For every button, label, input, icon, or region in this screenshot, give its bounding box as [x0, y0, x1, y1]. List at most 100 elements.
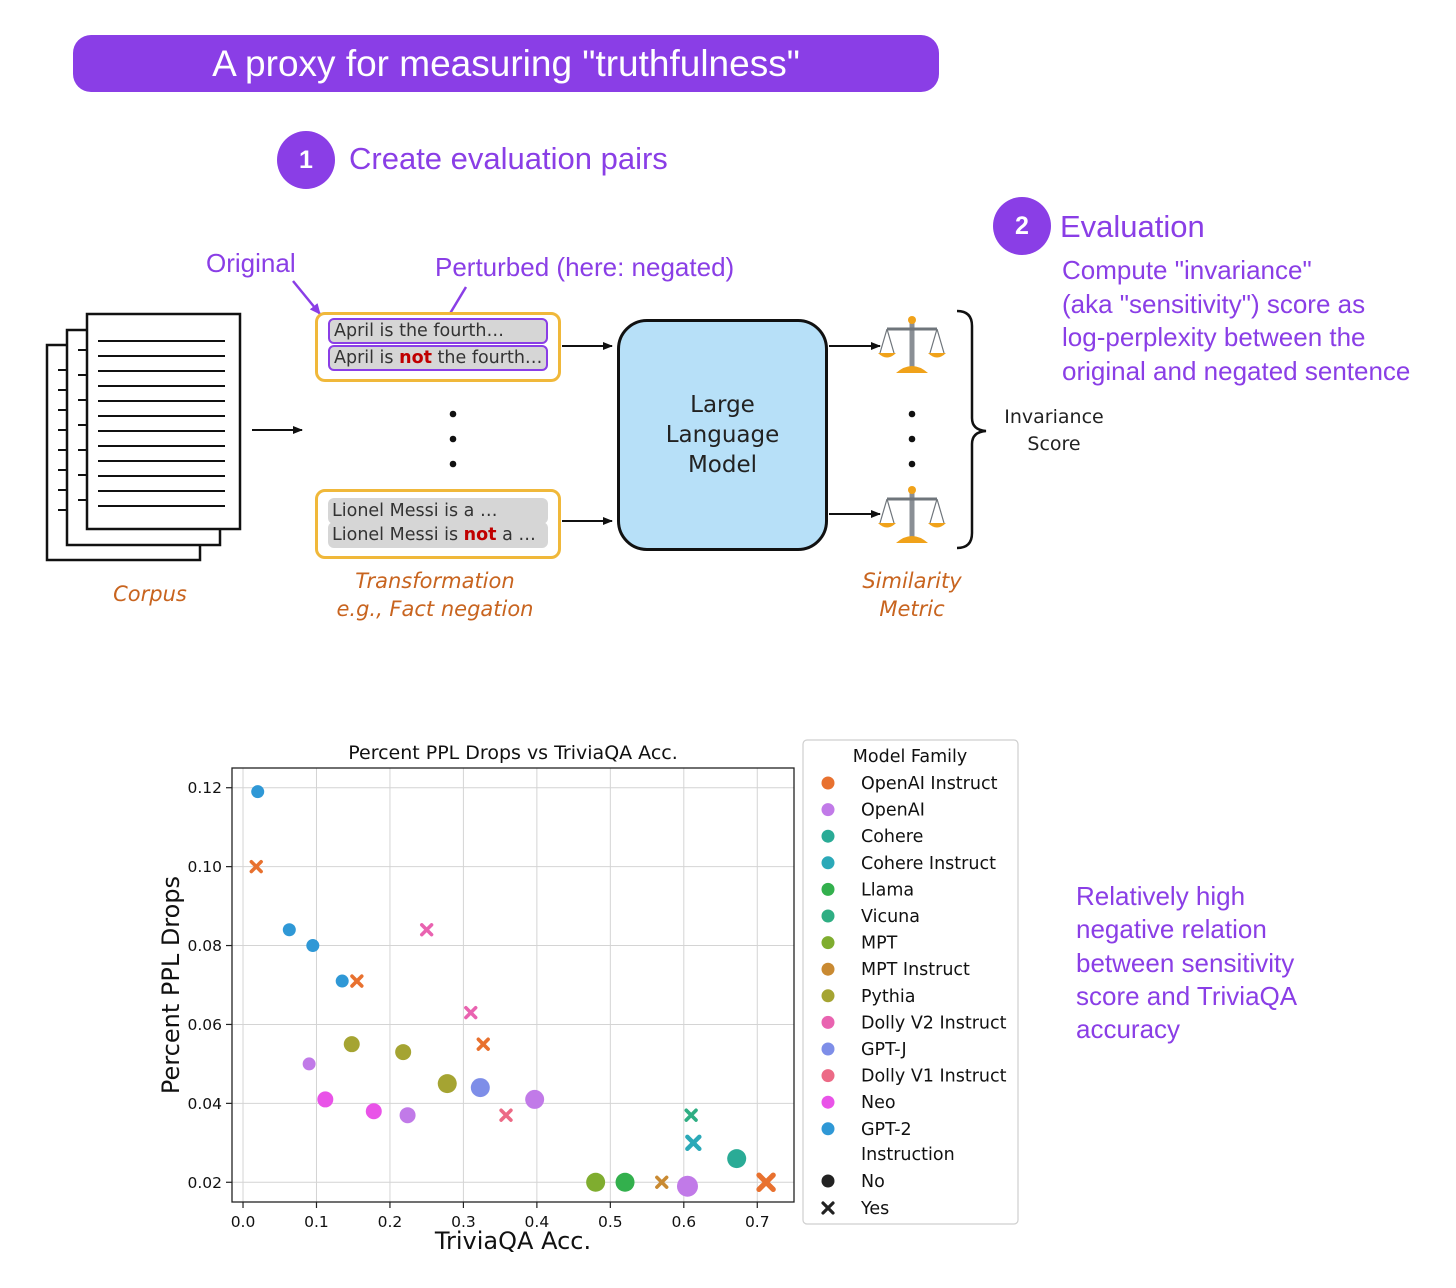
negation-word: not [463, 525, 497, 545]
data-point [306, 939, 320, 953]
legend-entry-label: MPT [861, 934, 898, 954]
x-tick-label: 0.0 [231, 1213, 256, 1231]
x-marker-stroke [464, 1005, 478, 1020]
data-point [335, 974, 349, 988]
note-line: negative relation [1076, 914, 1267, 945]
legend-label-yes: Yes [860, 1199, 889, 1219]
data-point-x [685, 1134, 702, 1152]
legend-swatch [821, 936, 835, 950]
step-2-badge: 2 [993, 197, 1051, 255]
document-stack-icon [45, 312, 242, 562]
original-sentence-text: April is the fourth… [334, 321, 504, 341]
legend-entry-label: OpenAI [861, 801, 925, 821]
legend-swatch [821, 1042, 835, 1056]
note-line: between sensitivity [1076, 947, 1295, 978]
model-label-line: Model [687, 452, 758, 478]
similarity-label: Similarity Metric [852, 567, 972, 623]
data-point [437, 1074, 457, 1094]
negated-text-end: a … [496, 525, 536, 545]
x-marker-stroke [655, 1175, 669, 1189]
data-point [399, 1107, 416, 1124]
y-axis-label: Percent PPL Drops [157, 876, 185, 1094]
x-tick-label: 0.7 [745, 1213, 770, 1231]
data-point [317, 1091, 334, 1108]
negated-text-start: April is [334, 348, 400, 368]
data-point-x [350, 974, 364, 988]
description-line: original and negated sentence [1062, 355, 1411, 386]
large-language-model-box: Large Language Model [617, 319, 828, 551]
legend-entry-label: Llama [861, 880, 914, 900]
chart-legend: Model Family OpenAI InstructOpenAICohere… [802, 739, 1019, 1225]
negated-text-start: Lionel Messi is [332, 525, 464, 545]
model-label-line: Large [690, 392, 755, 418]
legend-swatch [821, 1095, 835, 1109]
legend-instruction-title: Instruction [861, 1145, 955, 1165]
sentence-pair-2: Lionel Messi is a … Lionel Messi is not … [315, 489, 561, 559]
step-2-number: 2 [1015, 211, 1029, 240]
y-tick-label: 0.08 [187, 937, 222, 955]
legend-swatch [821, 962, 835, 976]
legend-entry-label: Pythia [861, 987, 915, 1007]
balance-scale-icon [878, 486, 946, 543]
data-point-x [249, 859, 263, 874]
description-line: (aka "sensitivity") score as [1062, 288, 1366, 319]
legend-swatch [821, 1069, 835, 1083]
note-line: Relatively high [1076, 881, 1246, 911]
x-tick-label: 0.6 [671, 1213, 696, 1231]
step-1-number: 1 [299, 145, 313, 174]
legend-swatch [821, 1015, 835, 1029]
sentence-pair-1: April is the fourth… April is not the fo… [315, 312, 561, 382]
legend-swatch [821, 909, 835, 923]
legend-swatch [821, 856, 835, 870]
original-sentence: Lionel Messi is a … [328, 498, 548, 524]
data-point-x [756, 1172, 776, 1193]
legend-swatch [821, 882, 835, 896]
x-marker-stroke [499, 1108, 513, 1122]
pairs-ellipsis [449, 410, 457, 468]
legend-entry-label: Neo [861, 1093, 896, 1113]
data-point [343, 1036, 360, 1053]
plot-frame [231, 767, 795, 1203]
y-tick-label: 0.10 [187, 858, 222, 876]
step-2-description: Compute "invariance" (aka "sensitivity")… [1062, 254, 1410, 388]
negated-sentence: Lionel Messi is not a … [328, 522, 548, 548]
description-line: log-perplexity between the [1062, 322, 1366, 352]
original-sentence: April is the fourth… [328, 318, 548, 344]
invariance-label-line: Invariance [1004, 406, 1104, 428]
similarity-label-line: Metric [879, 597, 945, 621]
relation-note: Relatively high negative relation betwee… [1076, 880, 1297, 1046]
negated-text-end: the fourth… [431, 348, 543, 368]
step-1-title: Create evaluation pairs [349, 141, 668, 176]
data-point-x [420, 923, 434, 937]
data-point [727, 1149, 747, 1169]
original-annotation: Original [206, 248, 296, 278]
y-tick-label: 0.06 [187, 1016, 222, 1034]
data-point-x [684, 1108, 698, 1122]
x-tick-label: 0.2 [378, 1213, 403, 1231]
original-sentence-text: Lionel Messi is a … [332, 501, 498, 521]
negated-sentence: April is not the fourth… [328, 345, 548, 371]
transformation-label-line: e.g., Fact negation [336, 597, 534, 621]
legend-entry-label: GPT-2 [861, 1120, 912, 1140]
note-line: accuracy [1076, 1014, 1181, 1045]
legend-swatch [821, 803, 835, 817]
legend-swatch [821, 989, 835, 1003]
data-point [676, 1175, 698, 1197]
x-marker-stroke [420, 923, 434, 937]
legend-entry-label: OpenAI Instruct [861, 774, 998, 794]
x-tick-label: 0.3 [451, 1213, 476, 1231]
legend-swatch [821, 829, 835, 843]
scores-ellipsis [908, 410, 916, 468]
x-marker-stroke [756, 1172, 776, 1193]
y-tick-label: 0.02 [187, 1174, 222, 1192]
x-marker-stroke [350, 974, 364, 988]
y-tick-label: 0.04 [187, 1095, 222, 1113]
legend-entry-label: Cohere Instruct [861, 854, 996, 874]
legend-entry-label: MPT Instruct [861, 960, 970, 980]
data-point [586, 1172, 606, 1192]
legend-entry-label: Cohere [861, 827, 923, 847]
chart-title: Percent PPL Drops vs TriviaQA Acc. [348, 742, 678, 764]
x-tick-label: 0.1 [304, 1213, 329, 1231]
data-point-x [499, 1108, 513, 1122]
